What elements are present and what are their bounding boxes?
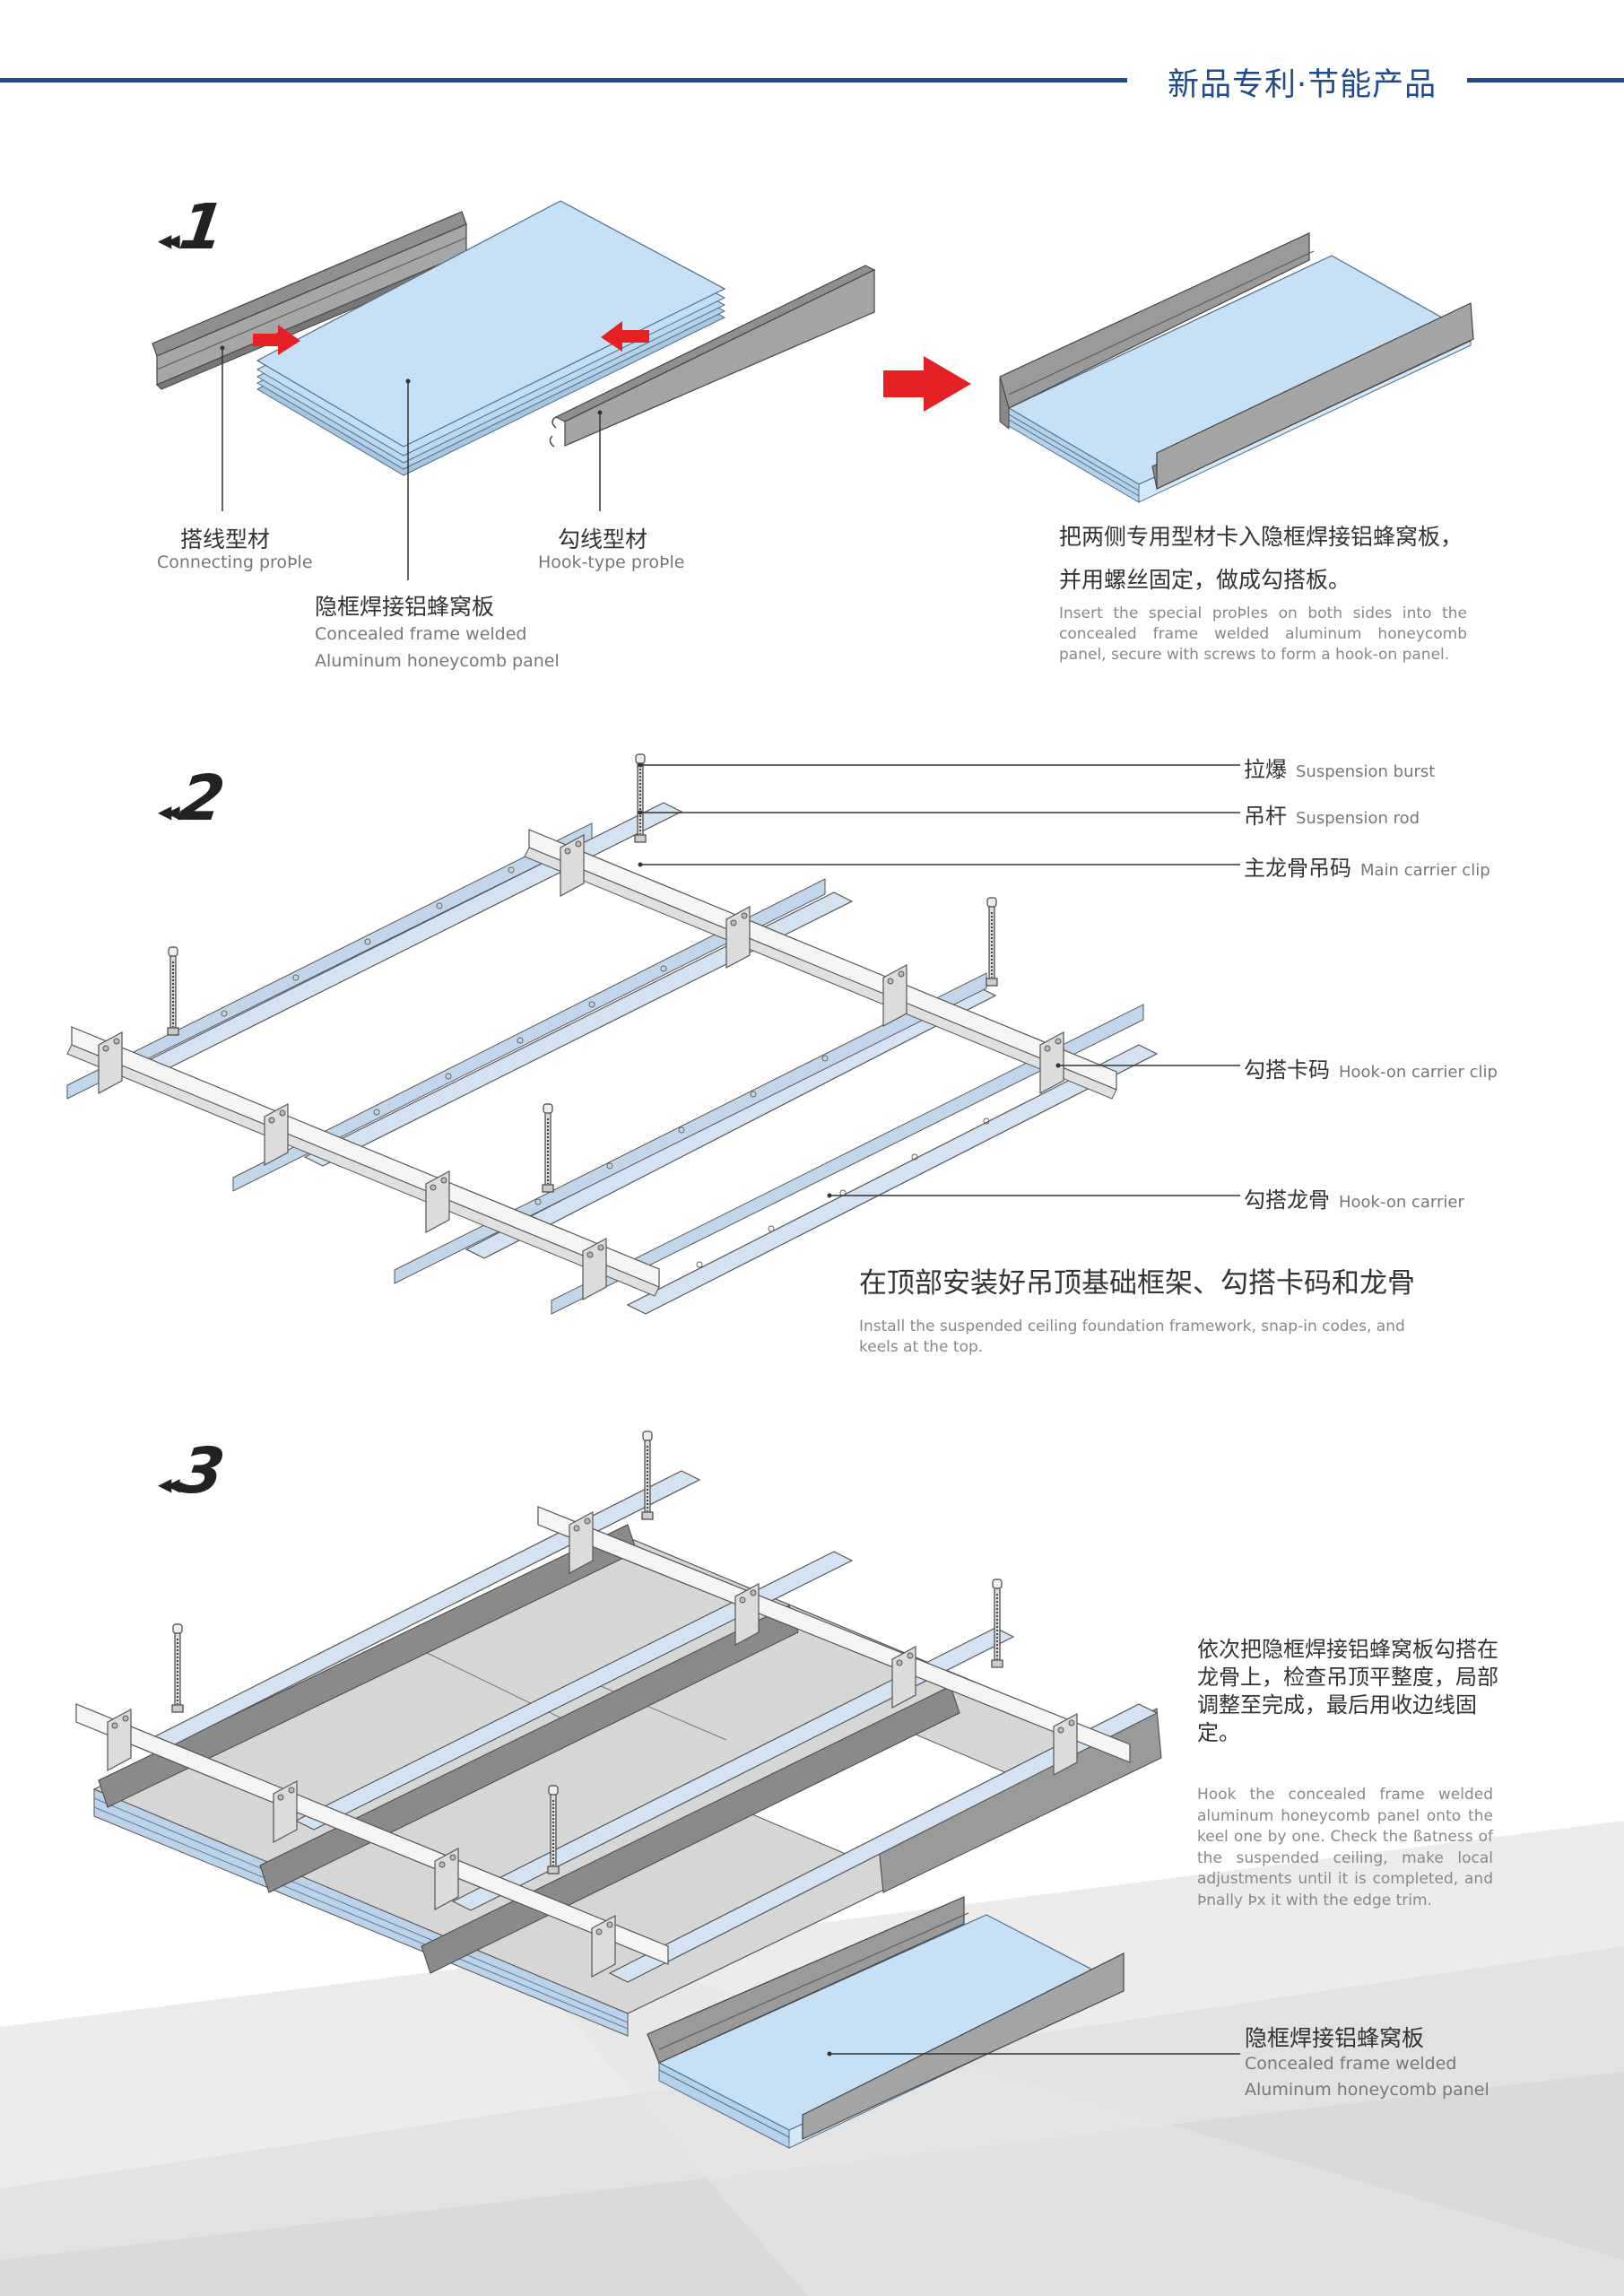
callout-suspension-rod: 吊杆 Suspension rod (1244, 804, 1420, 829)
step1-red-arrows (253, 321, 971, 412)
step2-framework (66, 753, 1159, 1315)
step1-description-cn: 把两侧专用型材卡入隐框焊接铝蜂窝板， 并用螺丝固定，做成勾搭板。 (1059, 516, 1463, 602)
double-left-triangle-icon: ◀◀ (158, 1474, 180, 1495)
header-title: 新品专利·节能产品 (1168, 67, 1437, 103)
callout-suspension-burst: 拉爆 Suspension burst (1244, 757, 1436, 782)
step1-description-cn-line2: 并用螺丝固定，做成勾搭板。 (1059, 567, 1351, 593)
step1-leader-lines (220, 345, 603, 580)
main-carriers (66, 829, 1117, 1297)
double-left-triangle-icon: ◀◀ (158, 801, 180, 822)
step-number-label: 3 (175, 1434, 230, 1508)
step2-description-cn: 在顶部安装好吊顶基础框架、勾搭卡码和龙骨 (859, 1267, 1415, 1300)
panel-label-en-line1: Concealed frame welded (315, 624, 527, 644)
hook-profile-label-cn: 勾线型材 (558, 526, 648, 552)
step-number-2: ◀◀ 2 (158, 761, 229, 835)
step2-description-en: Install the suspended ceiling foundation… (859, 1318, 1405, 1356)
step3-ceiling-assembly (75, 1431, 1162, 2037)
step2-leader-lines (638, 762, 1240, 1198)
double-left-triangle-icon: ◀◀ (158, 230, 180, 251)
step1-assembled-panel (999, 232, 1474, 503)
loose-panel-label-en-line2: Aluminum honeycomb panel (1245, 2080, 1489, 2100)
step3-leader-line (827, 2051, 1240, 2057)
step-number-label: 2 (175, 761, 230, 835)
step-number-1: ◀◀ 1 (158, 190, 229, 264)
loose-panel-label-en-line1: Concealed frame welded (1245, 2054, 1457, 2074)
step3-loose-panel (647, 1896, 1125, 2149)
step-number-3: ◀◀ 3 (158, 1434, 229, 1508)
connecting-profile-label-en: Connecting proÞle (157, 552, 313, 572)
panel-label-cn: 隐框焊接铝蜂窝板 (315, 594, 495, 620)
step-number-label: 1 (175, 190, 230, 264)
header-rule-right (1467, 78, 1624, 83)
step1-honeycomb-panel (256, 200, 726, 476)
step3-description-en: Hook the concealed frame welded aluminum… (1197, 1786, 1493, 1909)
hook-on-carriers (66, 802, 1159, 1315)
callout-hook-on-carrier: 勾搭龙骨 Hook-on carrier (1244, 1187, 1464, 1213)
step3-description-cn: 依次把隐框焊接铝蜂窝板勾搭在龙骨上，检查吊顶平整度，局部调整至完成，最后用收边线… (1197, 1637, 1498, 1745)
step1-description-en: Insert the special proÞles on both sides… (1059, 604, 1467, 664)
hook-profile-label-en: Hook-type proÞle (538, 552, 685, 572)
panel-label-en-line2: Aluminum honeycomb panel (315, 651, 560, 671)
callout-main-carrier-clip: 主龙骨吊码 Main carrier clip (1244, 856, 1490, 881)
header-rule-left (0, 78, 1127, 83)
step1-hook-profile (549, 265, 876, 448)
step1-description-cn-line1: 把两侧专用型材卡入隐框焊接铝蜂窝板， (1059, 524, 1463, 550)
connecting-profile-label-cn: 搭线型材 (180, 526, 271, 552)
callout-hook-on-carrier-clip: 勾搭卡码 Hook-on carrier clip (1244, 1057, 1498, 1083)
loose-panel-label-cn: 隐框焊接铝蜂窝板 (1245, 2025, 1425, 2051)
